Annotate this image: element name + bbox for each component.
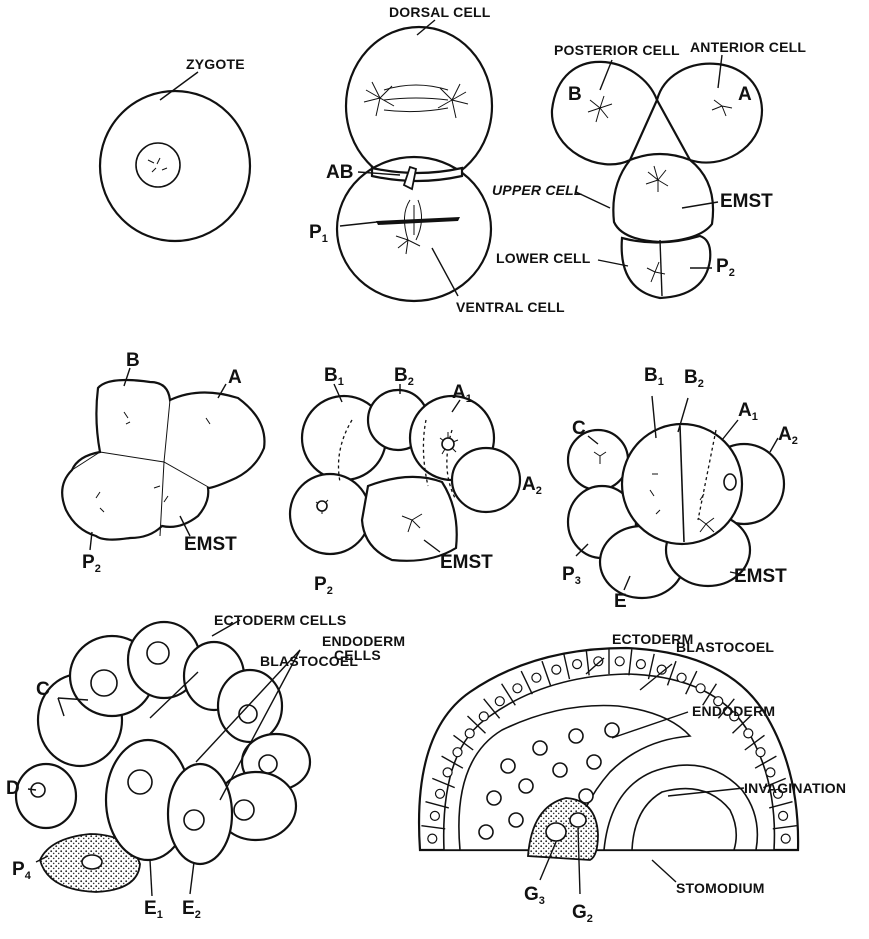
four-cell-stage: POSTERIOR CELL ANTERIOR CELL B A UPPER C… xyxy=(492,39,806,298)
blastula-stage: ECTODERM CELLS BLASTOCOEL ENDODERM CELLS… xyxy=(6,612,405,921)
ectoderm-cell-nucleus xyxy=(573,660,582,669)
lower-cell xyxy=(622,236,711,298)
ectoderm-cell-nucleus xyxy=(532,673,541,682)
endoderm-label: ENDODERM xyxy=(692,703,775,719)
ectoderm-cells-label: ECTODERM CELLS xyxy=(214,612,346,628)
ectoderm-cell-nucleus xyxy=(428,834,437,843)
lower-cell-label: LOWER CELL xyxy=(496,250,591,266)
a-label-4cell: A xyxy=(738,84,752,105)
a1-label-stage-b: A1 xyxy=(452,382,472,405)
p2-label-4cell: P2 xyxy=(716,256,735,279)
ab-label: AB xyxy=(326,162,353,183)
p1-label: P1 xyxy=(309,222,328,245)
ectoderm-cell-nucleus xyxy=(696,684,705,693)
c-label-stage-c: C xyxy=(572,418,586,439)
e2-label: E2 xyxy=(182,898,201,921)
two-cell-stage: DORSAL CELL AB P1 VENTRAL CELL xyxy=(309,4,565,315)
b-label-stage-a: B xyxy=(126,350,140,371)
emst-label-stage-b: EMST xyxy=(440,552,493,573)
b1-label-stage-c: B1 xyxy=(644,365,664,388)
ectoderm-cell-nucleus xyxy=(430,811,439,820)
ectoderm-cell-nucleus xyxy=(465,729,474,738)
row2-stage-a: B A EMST P2 xyxy=(62,350,264,575)
ectoderm-cell-nucleus xyxy=(636,660,645,669)
zygote-nucleus xyxy=(136,143,180,187)
b1-label: B1 xyxy=(324,365,344,388)
ectoderm-cell-nucleus xyxy=(594,657,603,666)
a-label-stage-a: A xyxy=(228,367,242,388)
blastocoel-label-gastrula: BLASTOCOEL xyxy=(676,639,774,655)
emst-label-stage-a: EMST xyxy=(184,534,237,555)
ectoderm-cell-nucleus xyxy=(436,789,445,798)
dorsal-cell-label: DORSAL CELL xyxy=(389,4,491,20)
p2-label-stage-a: P2 xyxy=(82,552,101,575)
row2-stage-b: B1 B2 A1 A2 EMST P2 xyxy=(290,365,542,597)
zygote-stage: ZYGOTE xyxy=(100,56,250,241)
invagination-label: INVAGINATION xyxy=(744,780,846,796)
p2-label-stage-b: P2 xyxy=(314,574,333,597)
a2-label-stage-c: A2 xyxy=(778,424,798,447)
g3-label: G3 xyxy=(524,884,545,907)
ectoderm-cell-nucleus xyxy=(443,768,452,777)
a2-label-stage-b: A2 xyxy=(522,474,542,497)
ectoderm-cell-nucleus xyxy=(756,748,765,757)
ectoderm-cell-nucleus xyxy=(479,712,488,721)
ectoderm-cell-nucleus xyxy=(744,729,753,738)
ectoderm-cell-nucleus xyxy=(677,673,686,682)
d-label: D xyxy=(6,778,20,799)
b2-label-stage-c: B2 xyxy=(684,367,704,390)
emst-label-4cell: EMST xyxy=(720,191,773,212)
b2-label-stage-b: B2 xyxy=(394,365,414,388)
b-label-4cell: B xyxy=(568,84,582,105)
ectoderm-cell-nucleus xyxy=(779,811,788,820)
ectoderm-cell-nucleus xyxy=(766,768,775,777)
ectoderm-cell-nucleus xyxy=(453,748,462,757)
anterior-cell-label: ANTERIOR CELL xyxy=(690,39,806,55)
row2-stage-c: C B1 B2 A1 A2 P3 EMST E xyxy=(562,365,798,612)
p3-label: P3 xyxy=(562,564,581,587)
ectoderm-cell-nucleus xyxy=(495,697,504,706)
e1-label: E1 xyxy=(144,898,163,921)
stomodium-label: STOMODIUM xyxy=(676,880,765,896)
upper-cell-label: UPPER CELL xyxy=(492,182,583,198)
ventral-cell-label: VENTRAL CELL xyxy=(456,299,565,315)
emst-cell xyxy=(613,154,713,242)
anterior-cell xyxy=(657,64,762,163)
ectoderm-cell-nucleus xyxy=(552,665,561,674)
ectoderm-cell-nucleus xyxy=(615,657,624,666)
zygote-label: ZYGOTE xyxy=(186,56,245,72)
g2-label: G2 xyxy=(572,902,593,925)
posterior-cell-label: POSTERIOR CELL xyxy=(554,42,680,58)
emst-label-stage-c: EMST xyxy=(734,566,787,587)
gastrula-stage: ECTODERM BLASTOCOEL ENDODERM INVAGINATIO… xyxy=(419,631,846,925)
a1-label-stage-c: A1 xyxy=(738,400,758,423)
endoderm-cells-label-line2: CELLS xyxy=(334,647,381,663)
c-label-blastula: C xyxy=(36,679,50,700)
p4-label: P4 xyxy=(12,859,32,882)
e-label-stage-c: E xyxy=(614,591,627,612)
ectoderm-cell-nucleus xyxy=(513,684,522,693)
ectoderm-cell-nucleus xyxy=(781,834,790,843)
